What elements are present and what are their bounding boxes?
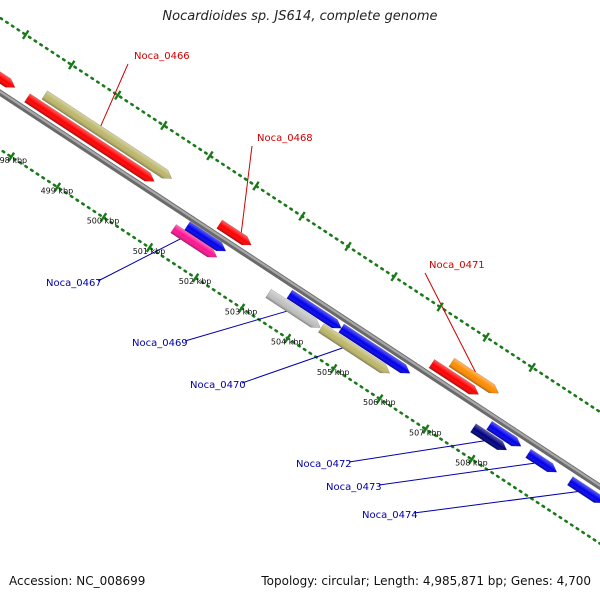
- tick-label: 507 kbp: [409, 429, 442, 438]
- label-leaders: [97, 63, 578, 514]
- tick-mark: [436, 302, 444, 312]
- gene-label[interactable]: Noca_0468: [257, 133, 313, 144]
- tick-mark: [482, 332, 490, 343]
- accession-text: Accession: NC_008699: [9, 574, 146, 588]
- tick-mark: [53, 182, 62, 192]
- gene-label[interactable]: Noca_0470: [190, 380, 246, 391]
- tick-mark: [252, 181, 260, 191]
- ruler-dotted-line-lower: [0, 108, 600, 562]
- tick-mark: [7, 152, 16, 162]
- tick-mark: [21, 29, 30, 40]
- tick-label: 503 kbp: [225, 308, 258, 317]
- tick-label: 500 kbp: [87, 217, 120, 226]
- ruler-ticks: [7, 29, 537, 465]
- tick-mark: [344, 241, 352, 252]
- tick-mark: [528, 362, 537, 373]
- gene-label[interactable]: Noca_0466: [134, 51, 190, 62]
- tick-mark: [145, 242, 154, 253]
- label-leader-line: [348, 440, 484, 463]
- label-leader-line: [100, 63, 129, 127]
- tick-mark: [390, 271, 398, 282]
- tick-mark: [160, 120, 168, 131]
- tick-mark: [298, 211, 306, 222]
- label-leader-line: [424, 272, 476, 373]
- gene-label[interactable]: Noca_0471: [429, 260, 485, 271]
- tick-mark: [206, 150, 214, 161]
- label-leader-line: [413, 491, 578, 514]
- gene-label[interactable]: Noca_0473: [326, 482, 382, 493]
- tick-label: 508 kbp: [455, 459, 488, 468]
- tick-mark: [468, 454, 476, 465]
- gene-label[interactable]: Noca_0474: [362, 510, 418, 521]
- label-leader-line: [97, 233, 191, 282]
- tick-mark: [329, 363, 338, 374]
- tick-mark: [422, 424, 430, 434]
- tick-mark: [191, 273, 200, 283]
- tick-mark: [114, 90, 122, 101]
- tick-label: 504 kbp: [271, 338, 304, 347]
- tick-label: 502 kbp: [179, 277, 212, 286]
- tick-mark: [67, 60, 76, 70]
- gene-arrow[interactable]: [0, 70, 18, 91]
- tick-mark: [376, 394, 384, 404]
- gene-noca-0473[interactable]: [525, 448, 560, 476]
- label-leader-line: [378, 462, 535, 486]
- gene-label[interactable]: Noca_0472: [296, 459, 352, 470]
- tick-mark: [283, 333, 292, 344]
- ruler-dotted-line-upper: [0, 16, 600, 470]
- tick-label: 505 kbp: [317, 368, 350, 377]
- tick-label: 501 kbp: [133, 247, 166, 256]
- tick-label: 498 kbp: [0, 156, 27, 165]
- tick-label: 506 kbp: [363, 398, 396, 407]
- tick-label: 499 kbp: [41, 187, 74, 196]
- gene-label[interactable]: Noca_0467: [46, 278, 102, 289]
- map-title: Nocardioides sp. JS614, complete genome: [162, 9, 438, 24]
- topology-text: Topology: circular; Length: 4,985,871 bp…: [261, 574, 591, 588]
- label-leader-line: [240, 145, 253, 233]
- gene-label[interactable]: Noca_0469: [132, 338, 188, 349]
- tick-mark: [99, 212, 108, 223]
- tick-mark: [237, 303, 246, 313]
